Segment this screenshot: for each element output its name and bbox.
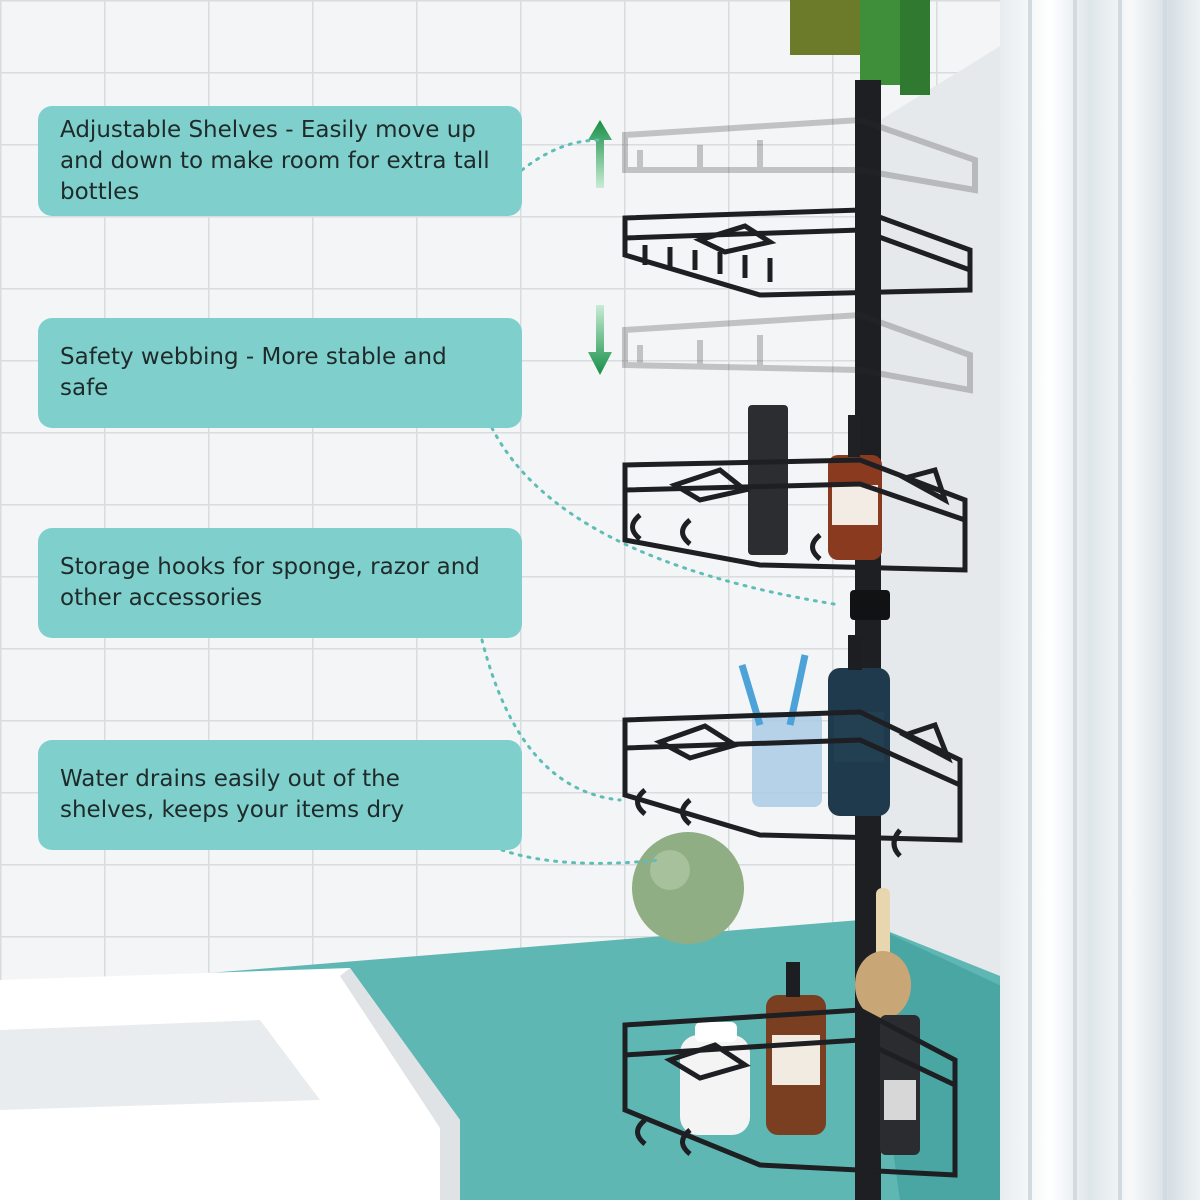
toothbrush-cup xyxy=(752,712,822,807)
ghost-shelf-lower xyxy=(622,311,973,394)
shelf-4 xyxy=(622,962,958,1178)
callout-water-drains: Water drains easily out of the shelves, … xyxy=(38,740,522,850)
callout-text: Water drains easily out of the shelves, … xyxy=(60,766,405,823)
callout-storage-hooks: Storage hooks for sponge, razor and othe… xyxy=(38,528,522,638)
tube-product xyxy=(748,405,788,555)
callout-text: Adjustable Shelves - Easily move up and … xyxy=(60,116,490,205)
soap-dispenser-white xyxy=(680,1035,750,1135)
shelf-3 xyxy=(622,635,963,858)
pole-clamp xyxy=(850,590,890,620)
shelf-1 xyxy=(622,207,973,298)
callout-adjustable-shelves: Adjustable Shelves - Easily move up and … xyxy=(38,106,522,216)
bath-brush xyxy=(855,888,911,1019)
towel xyxy=(790,0,930,95)
leader-line-3 xyxy=(480,638,622,802)
bath-sponge xyxy=(632,832,744,944)
callout-text: Safety webbing - More stable and safe xyxy=(60,344,447,401)
shower-curtain xyxy=(1000,0,1200,1200)
shelf-2 xyxy=(622,405,968,573)
down-arrow-icon xyxy=(588,305,612,375)
leader-line-1 xyxy=(520,138,602,172)
callout-text: Storage hooks for sponge, razor and othe… xyxy=(60,554,480,611)
leader-lines xyxy=(480,138,842,865)
callout-safety-webbing: Safety webbing - More stable and safe xyxy=(38,318,522,428)
bathtub xyxy=(0,968,460,1200)
leader-line-4 xyxy=(500,848,662,865)
ghost-shelf-upper xyxy=(622,116,978,194)
up-arrow-icon xyxy=(588,120,612,188)
